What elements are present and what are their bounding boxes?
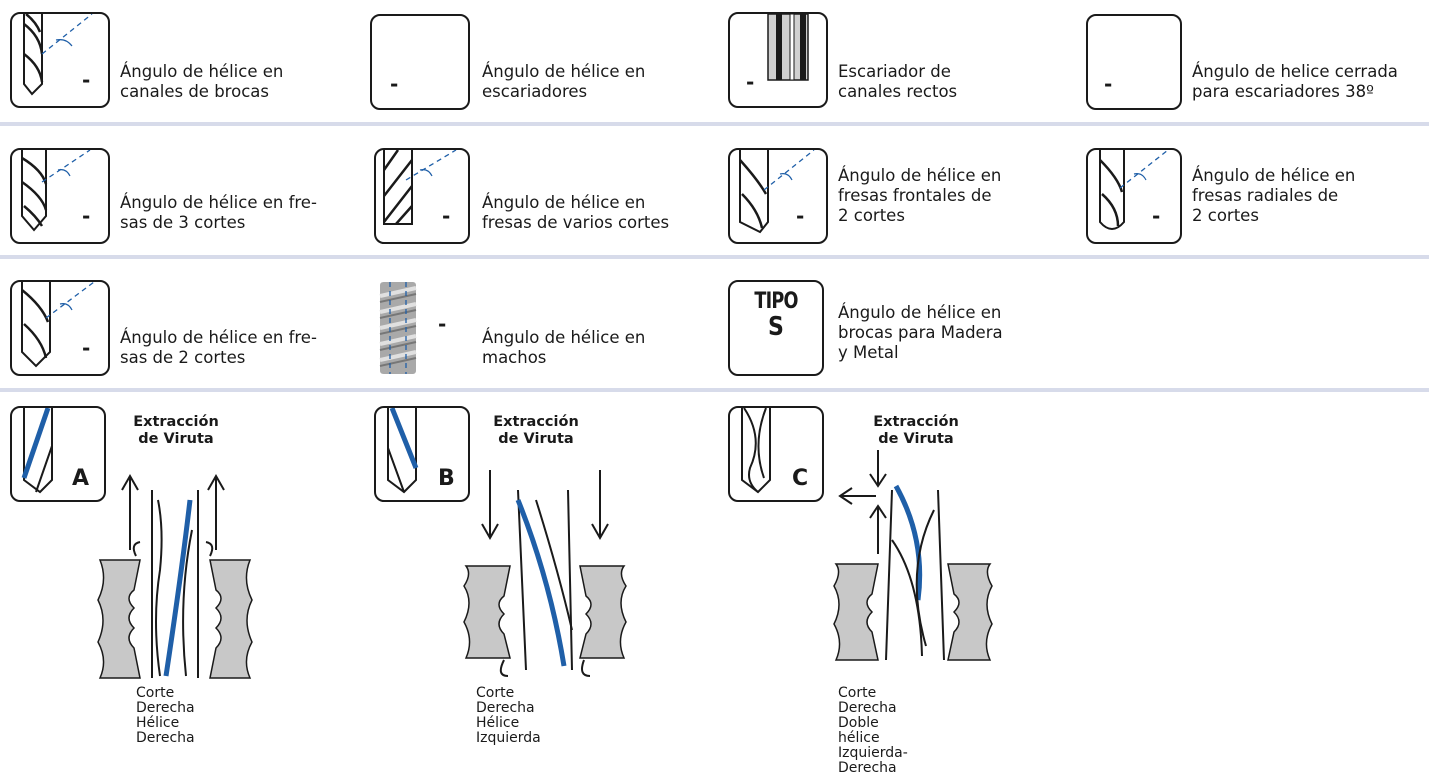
label-line: y Metal bbox=[838, 343, 899, 362]
label-line: Ángulo de hélice en bbox=[482, 193, 646, 212]
caption-line: Corte Derecha bbox=[838, 685, 897, 716]
caption-line: Hélice Derecha bbox=[136, 715, 195, 746]
heading-line: Extracción bbox=[133, 414, 219, 430]
label-line: canales rectos bbox=[838, 82, 958, 101]
label-line: Ángulo de hélice en bbox=[838, 303, 1002, 322]
caption-line: Corte Derecha bbox=[476, 685, 535, 716]
diagram-letter: B bbox=[438, 466, 455, 491]
drill-helix-icon: - bbox=[10, 12, 110, 108]
caption-line: Izquierda-Derecha bbox=[838, 745, 908, 776]
caption-line: Doble hélice bbox=[838, 715, 880, 746]
code-value: - bbox=[390, 72, 399, 96]
row-divider bbox=[0, 388, 1429, 392]
label-line: Ángulo de hélice en bbox=[120, 62, 284, 81]
blank-icon: - bbox=[1086, 14, 1182, 110]
row-divider bbox=[0, 255, 1429, 259]
chip-flow-diagram-c bbox=[833, 450, 993, 661]
blank-icon: - bbox=[370, 14, 470, 110]
row-divider bbox=[0, 122, 1429, 126]
label-line: brocas para Madera bbox=[838, 323, 1003, 342]
multi-flute-mill-icon: - bbox=[374, 148, 470, 244]
code-value: - bbox=[796, 204, 805, 228]
label-line: Ángulo de hélice en bbox=[1192, 166, 1356, 185]
code-value: - bbox=[82, 204, 91, 228]
caption-line: Corte Derecha bbox=[136, 685, 195, 716]
label-line: Ángulo de hélice en bbox=[838, 166, 1002, 185]
tipo-s-icon: TIPO S bbox=[728, 280, 824, 376]
label-line: Ángulo de hélice en fre- bbox=[120, 328, 317, 347]
label-line: Ángulo de hélice en fre- bbox=[120, 193, 317, 212]
label-line: 2 cortes bbox=[838, 206, 905, 225]
label-line: machos bbox=[482, 348, 547, 367]
tipo-letter: S bbox=[768, 312, 784, 342]
code-value: - bbox=[82, 336, 91, 360]
label-line: Ángulo de hélice en bbox=[482, 328, 646, 347]
radial-mill-icon: - bbox=[1086, 148, 1182, 244]
label-line: fresas frontales de bbox=[838, 186, 992, 205]
heading-line: Extracción bbox=[493, 414, 579, 430]
label-line: Escariador de bbox=[838, 62, 951, 81]
tipo-label: TIPO bbox=[754, 289, 798, 314]
label-line: 2 cortes bbox=[1192, 206, 1259, 225]
label-line: fresas radiales de bbox=[1192, 186, 1339, 205]
label-line: Ángulo de hélice en bbox=[482, 62, 646, 81]
label-line: sas de 3 cortes bbox=[120, 213, 246, 232]
straight-flute-reamer-icon: - bbox=[728, 12, 828, 108]
label-line: fresas de varios cortes bbox=[482, 213, 670, 232]
heading-line: de Viruta bbox=[878, 431, 954, 447]
heading-line: de Viruta bbox=[138, 431, 214, 447]
label-line: para escariadores 38º bbox=[1192, 82, 1374, 101]
label-line: escariadores bbox=[482, 82, 588, 101]
drill-c-icon: C bbox=[728, 406, 824, 502]
code-value: - bbox=[1152, 204, 1161, 228]
diagram-letter: C bbox=[792, 466, 809, 491]
diagram-letter: A bbox=[72, 466, 90, 491]
label-line: sas de 2 cortes bbox=[120, 348, 246, 367]
code-value: - bbox=[746, 70, 755, 94]
code-value: - bbox=[438, 312, 447, 336]
code-value: - bbox=[82, 68, 91, 92]
tap-icon: - bbox=[374, 280, 470, 376]
drill-b-icon: B bbox=[374, 406, 470, 502]
drill-a-icon: A bbox=[10, 406, 106, 502]
heading-line: Extracción bbox=[873, 414, 959, 430]
label-line: canales de brocas bbox=[120, 82, 269, 101]
chip-flow-diagram-b bbox=[463, 470, 627, 677]
label-line: Ángulo de helice cerrada bbox=[1192, 62, 1398, 81]
chip-flow-diagram-a bbox=[97, 473, 253, 679]
three-flute-mill-icon: - bbox=[10, 148, 110, 244]
code-value: - bbox=[442, 204, 451, 228]
end-mill-icon: - bbox=[728, 148, 828, 244]
caption-line: Hélice Izquierda bbox=[476, 715, 541, 746]
two-flute-mill-icon: - bbox=[10, 280, 110, 376]
heading-line: de Viruta bbox=[498, 431, 574, 447]
code-value: - bbox=[1104, 72, 1113, 96]
